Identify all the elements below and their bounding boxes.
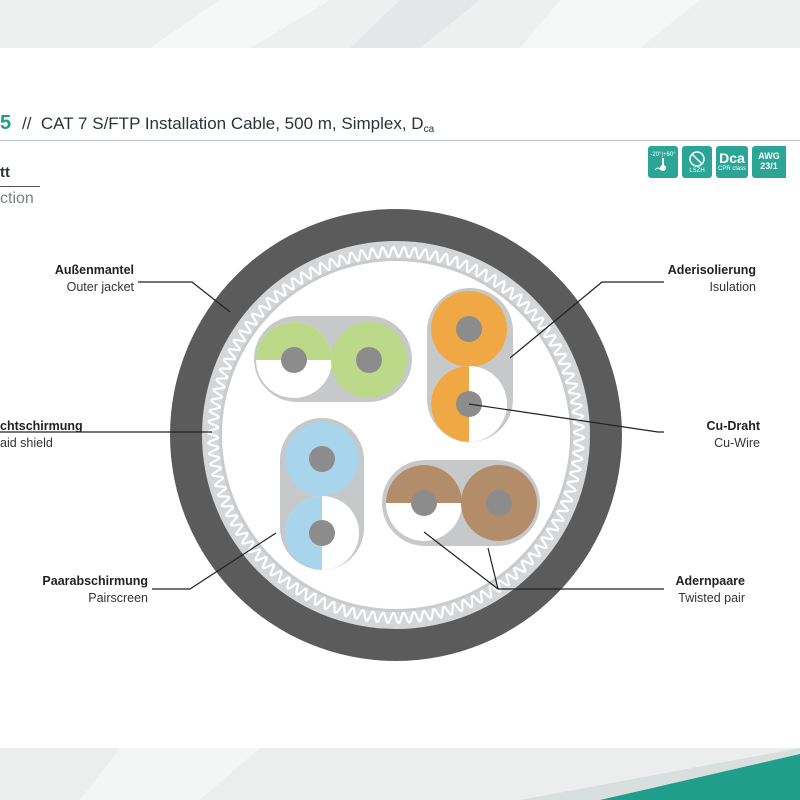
leader-insulation bbox=[509, 281, 664, 359]
braid-shield-wave bbox=[207, 246, 585, 624]
cu-wire bbox=[309, 520, 335, 546]
no-halogen-icon bbox=[689, 150, 705, 167]
awg-main: AWG bbox=[758, 151, 780, 162]
leader-lines bbox=[0, 281, 664, 590]
pair-blue bbox=[280, 418, 364, 570]
page-title: // CAT 7 S/FTP Installation Cable, 500 m… bbox=[22, 114, 434, 135]
pair-orange bbox=[427, 288, 513, 442]
top-decoration bbox=[150, 0, 700, 48]
label-braid-shield-en: aid shield bbox=[0, 436, 53, 450]
page-header: 5 // CAT 7 S/FTP Installation Cable, 500… bbox=[0, 110, 800, 141]
cu-wire bbox=[486, 490, 512, 516]
label-cu-wire: Cu-Draht Cu-Wire bbox=[600, 418, 760, 452]
temperature-badge: -20°|+60° bbox=[648, 146, 678, 178]
cu-wire bbox=[309, 446, 335, 472]
insulation-brown-stripe bbox=[386, 465, 462, 503]
label-twisted-pair-de: Adernpaare bbox=[675, 574, 745, 588]
pair-green bbox=[254, 316, 412, 402]
label-cu-wire-en: Cu-Wire bbox=[714, 436, 760, 450]
leader-pairscreen bbox=[152, 532, 277, 590]
bottom-decoration bbox=[80, 748, 800, 800]
label-twisted-pair-en: Twisted pair bbox=[678, 591, 745, 605]
title-subscript: ca bbox=[423, 124, 435, 135]
bottom-background-band bbox=[0, 748, 800, 800]
leader-twisted-pair-2 bbox=[487, 547, 499, 590]
section-heading-en: ction bbox=[0, 190, 34, 207]
top-background-band bbox=[0, 0, 800, 48]
thermometer-icon bbox=[654, 158, 666, 172]
lszh-text: LSZH bbox=[689, 167, 705, 174]
label-insulation: Aderisolierung Isulation bbox=[600, 262, 756, 296]
cpr-badge: Dca CPR class bbox=[716, 146, 748, 178]
insulation-orange-stripe bbox=[431, 366, 469, 442]
label-insulation-de: Aderisolierung bbox=[667, 263, 756, 277]
cpr-main: Dca bbox=[719, 150, 745, 166]
pair-brown bbox=[382, 460, 540, 546]
label-pairscreen-de: Paarabschirmung bbox=[42, 574, 148, 588]
leader-cu-wire bbox=[468, 403, 664, 433]
section-number: 5 bbox=[0, 112, 12, 134]
label-braid-shield: chtschirmung aid shield bbox=[0, 418, 83, 452]
label-outer-jacket-en: Outer jacket bbox=[66, 280, 134, 294]
label-insulation-en: Isulation bbox=[709, 280, 756, 294]
cu-wire bbox=[356, 347, 382, 373]
label-pairscreen: Paarabschirmung Pairscreen bbox=[0, 573, 148, 607]
label-outer-jacket-de: Außenmantel bbox=[54, 263, 134, 277]
cable-core bbox=[222, 261, 570, 609]
awg-text: 23/1 bbox=[760, 161, 778, 171]
insulation-blue-stripe bbox=[285, 496, 322, 570]
cu-wire bbox=[281, 347, 307, 373]
label-braid-shield-de: chtschirmung bbox=[0, 419, 83, 433]
temperature-text: -20°|+60° bbox=[650, 151, 676, 158]
badge-row: -20°|+60° LSZH Dca CPR class AWG 23/1 bbox=[648, 146, 786, 178]
cu-wire bbox=[411, 490, 437, 516]
title-text: CAT 7 S/FTP Installation Cable, 500 m, S… bbox=[40, 114, 424, 133]
cu-wire bbox=[456, 316, 482, 342]
title-separator: // bbox=[22, 114, 32, 133]
label-cu-wire-de: Cu-Draht bbox=[706, 419, 760, 433]
section-divider bbox=[0, 186, 40, 187]
insulation-green-stripe bbox=[256, 322, 332, 360]
label-twisted-pair: Adernpaare Twisted pair bbox=[600, 573, 745, 607]
leader-outer-jacket bbox=[138, 281, 231, 313]
cpr-text: CPR class bbox=[717, 166, 746, 173]
awg-badge: AWG 23/1 bbox=[752, 146, 786, 178]
label-pairscreen-en: Pairscreen bbox=[88, 591, 148, 605]
label-outer-jacket: Außenmantel Outer jacket bbox=[0, 262, 134, 296]
section-heading-de: tt bbox=[0, 164, 10, 181]
lszh-badge: LSZH bbox=[682, 146, 712, 178]
